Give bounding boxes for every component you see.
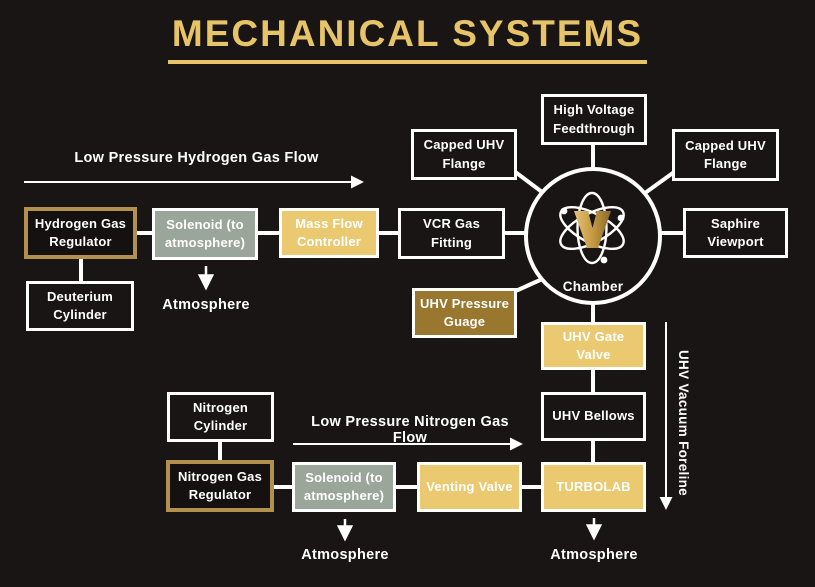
uhv-vacuum-foreline-label: UHV Vacuum Foreline bbox=[676, 349, 691, 496]
node-chamber: Chamber bbox=[524, 167, 662, 305]
node-venting-valve: Venting Valve bbox=[417, 462, 522, 512]
node-uhv-bellows: UHV Bellows bbox=[541, 392, 646, 441]
node-hydrogen-gas-regulator: Hydrogen Gas Regulator bbox=[24, 207, 137, 259]
node-uhv-pressure-guage: UHV Pressure Guage bbox=[412, 288, 517, 338]
node-turbolab: TURBOLAB bbox=[541, 462, 646, 512]
page-title-wrap: MECHANICAL SYSTEMS bbox=[0, 13, 815, 64]
atom-icon bbox=[559, 191, 625, 265]
node-solenoid-nitrogen: Solenoid (to atmosphere) bbox=[292, 462, 396, 512]
node-capped-uhv-flange-right: Capped UHV Flange bbox=[672, 129, 779, 181]
node-uhv-gate-valve: UHV Gate Valve bbox=[541, 322, 646, 370]
atmosphere-label-hydrogen: Atmosphere bbox=[162, 297, 250, 313]
node-deuterium-cylinder: Deuterium Cylinder bbox=[26, 281, 134, 331]
node-nitrogen-gas-regulator: Nitrogen Gas Regulator bbox=[166, 460, 274, 512]
hydrogen-flow-label: Low Pressure Hydrogen Gas Flow bbox=[74, 150, 319, 166]
page-title: MECHANICAL SYSTEMS bbox=[167, 13, 648, 64]
node-mass-flow-controller: Mass Flow Controller bbox=[279, 208, 379, 258]
atmosphere-label-turbolab: Atmosphere bbox=[550, 547, 638, 563]
node-high-voltage-feedthrough: High Voltage Feedthrough bbox=[541, 94, 647, 145]
node-capped-uhv-flange-left: Capped UHV Flange bbox=[411, 129, 517, 180]
node-solenoid-hydrogen: Solenoid (to atmosphere) bbox=[152, 208, 258, 260]
node-saphire-viewport: Saphire Viewport bbox=[683, 208, 788, 258]
atmosphere-label-nitrogen: Atmosphere bbox=[301, 547, 389, 563]
nitrogen-flow-label: Low Pressure Nitrogen Gas Flow bbox=[311, 414, 509, 446]
node-vcr-gas-fitting: VCR Gas Fitting bbox=[398, 208, 505, 259]
chamber-label: Chamber bbox=[562, 279, 624, 294]
node-nitrogen-cylinder: Nitrogen Cylinder bbox=[167, 392, 274, 442]
